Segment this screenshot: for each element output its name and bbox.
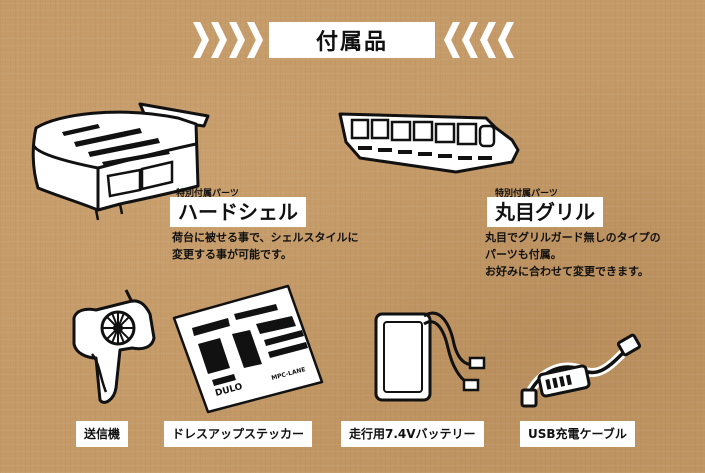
grille-name: 丸目グリル (487, 197, 603, 227)
title-chevrons-right (444, 22, 516, 58)
grille-desc-line-1: 丸目でグリルガード無しのタイプの (485, 231, 661, 244)
hardshell-image (31, 102, 210, 221)
hardshell-desc-line-1: 荷台に被せる事で、シェルスタイルに (172, 231, 359, 244)
usb-cable-image (520, 333, 642, 408)
item-label-transmitter: 送信機 (76, 421, 129, 447)
hardshell-desc: 荷台に被せる事で、シェルスタイルに 変更する事が可能です。 (172, 229, 359, 263)
item-label-usb-cable: USB充電ケーブル (520, 421, 635, 447)
hardshell-name: ハードシェル (170, 197, 306, 227)
grille-desc: 丸目でグリルガード無しのタイプの パーツも付属。 お好みに合わせて変更できます。 (485, 229, 661, 280)
grille-image (338, 112, 520, 174)
page-title: 付属品 (269, 22, 435, 58)
grille-desc-line-2: パーツも付属。 (485, 248, 562, 261)
battery-image (374, 311, 486, 402)
sticker-sheet-image: DULO MPC-LANE (172, 284, 324, 414)
transmitter-image (72, 289, 156, 404)
item-label-sticker: ドレスアップステッカー (164, 421, 313, 447)
title-chevrons-left (193, 22, 265, 58)
grille-desc-line-3: お好みに合わせて変更できます。 (485, 265, 649, 278)
hardshell-desc-line-2: 変更する事が可能です。 (172, 248, 292, 261)
item-label-battery: 走行用7.4Vバッテリー (341, 421, 484, 447)
